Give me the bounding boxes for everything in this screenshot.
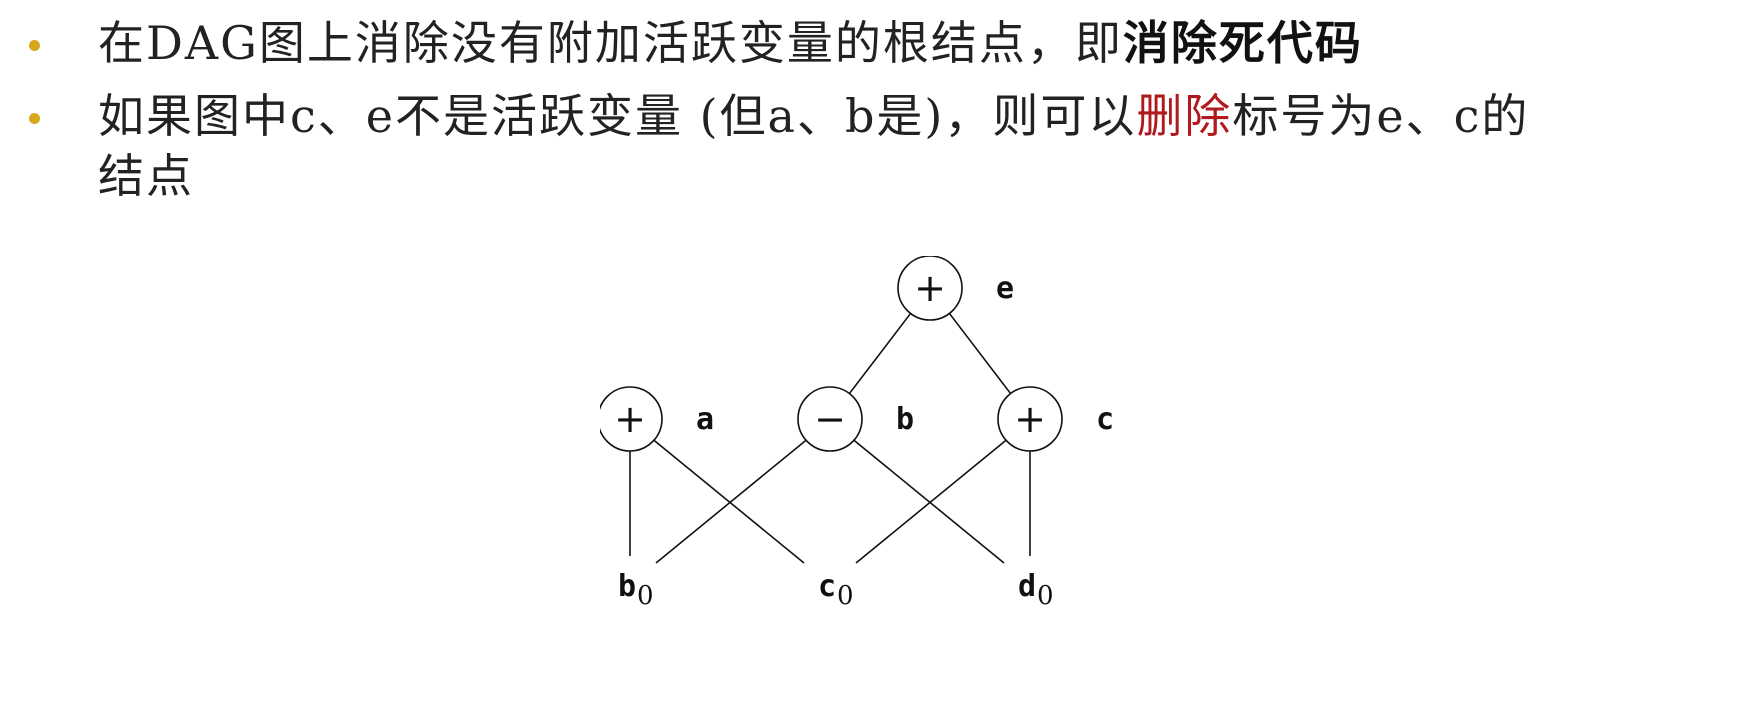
leaf-c0: c [818, 569, 836, 604]
bullet-2-text-c: 结点 [98, 149, 194, 203]
bullet-text-1: 在DAG图上消除没有附加活跃变量的根结点，即消除死代码 [98, 14, 1363, 72]
node-op-c: + [1014, 397, 1046, 441]
node-circle-a [600, 386, 663, 452]
edge-a-c0 [653, 439, 805, 564]
node-label-e: e [996, 271, 1014, 306]
delete-term: 删除 [1136, 89, 1233, 143]
node-label-c: c [1096, 402, 1114, 437]
bullet-dot-icon [29, 40, 40, 51]
edge-b-b0 [655, 439, 807, 564]
node-op-b: − [814, 397, 846, 441]
bullet-text-2: 如果图中c、e不是活跃变量 (但a、b是)，则可以删除标号为e、c的 [98, 87, 1529, 145]
edge-b-d0 [853, 439, 1005, 564]
bullet-1-text: 在DAG图上消除没有附加活跃变量的根结点，即 [98, 16, 1123, 70]
node-circle-b [797, 386, 863, 452]
leaf-sub-c0: 0 [837, 581, 854, 611]
edge-c-c0 [855, 439, 1007, 564]
node-circle-e [897, 256, 963, 321]
bullet-2-text-b: 标号为e、c的 [1232, 89, 1530, 143]
node-op-e: + [914, 266, 946, 310]
node-circle-c [997, 386, 1063, 452]
node-op-a: + [614, 397, 646, 441]
bullet-2-text-a: 如果图中c、e不是活跃变量 (但a、b是)，则可以 [98, 89, 1137, 143]
node-label-a: a [696, 402, 714, 437]
leaf-sub-d0: 0 [1037, 581, 1054, 611]
leaf-sub-b0: 0 [637, 581, 654, 611]
edge-e-b [848, 312, 912, 395]
node-label-b: b [896, 402, 914, 437]
dead-code-term: 消除死代码 [1122, 16, 1363, 70]
edge-e-c [948, 312, 1012, 395]
leaf-d0: d [1018, 569, 1036, 604]
leaf-b0: b [618, 569, 636, 604]
bullet-dot-icon [29, 113, 40, 124]
